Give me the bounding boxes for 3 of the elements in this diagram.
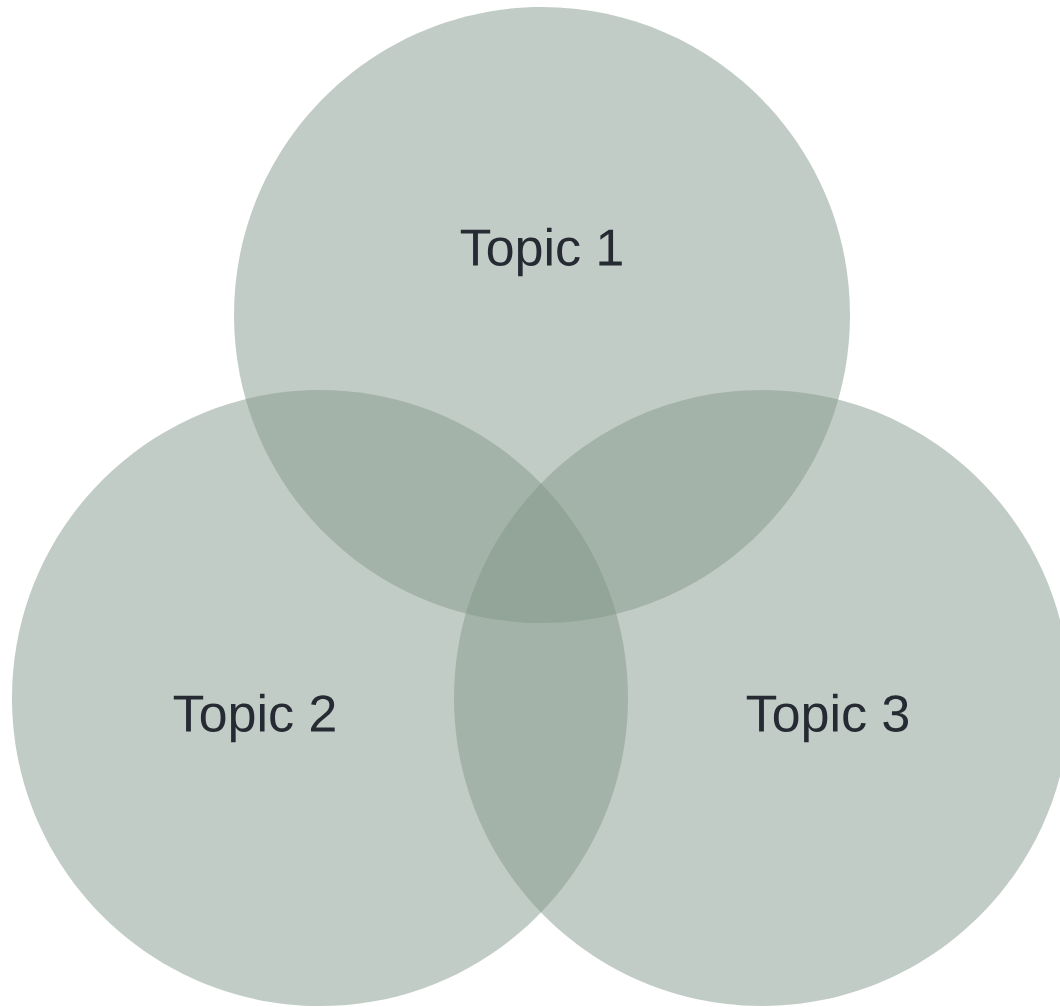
topic-label: Topic 2 bbox=[173, 693, 335, 743]
topic-label: Topic 1 bbox=[460, 227, 622, 277]
topic-label: Topic 3 bbox=[746, 693, 909, 743]
